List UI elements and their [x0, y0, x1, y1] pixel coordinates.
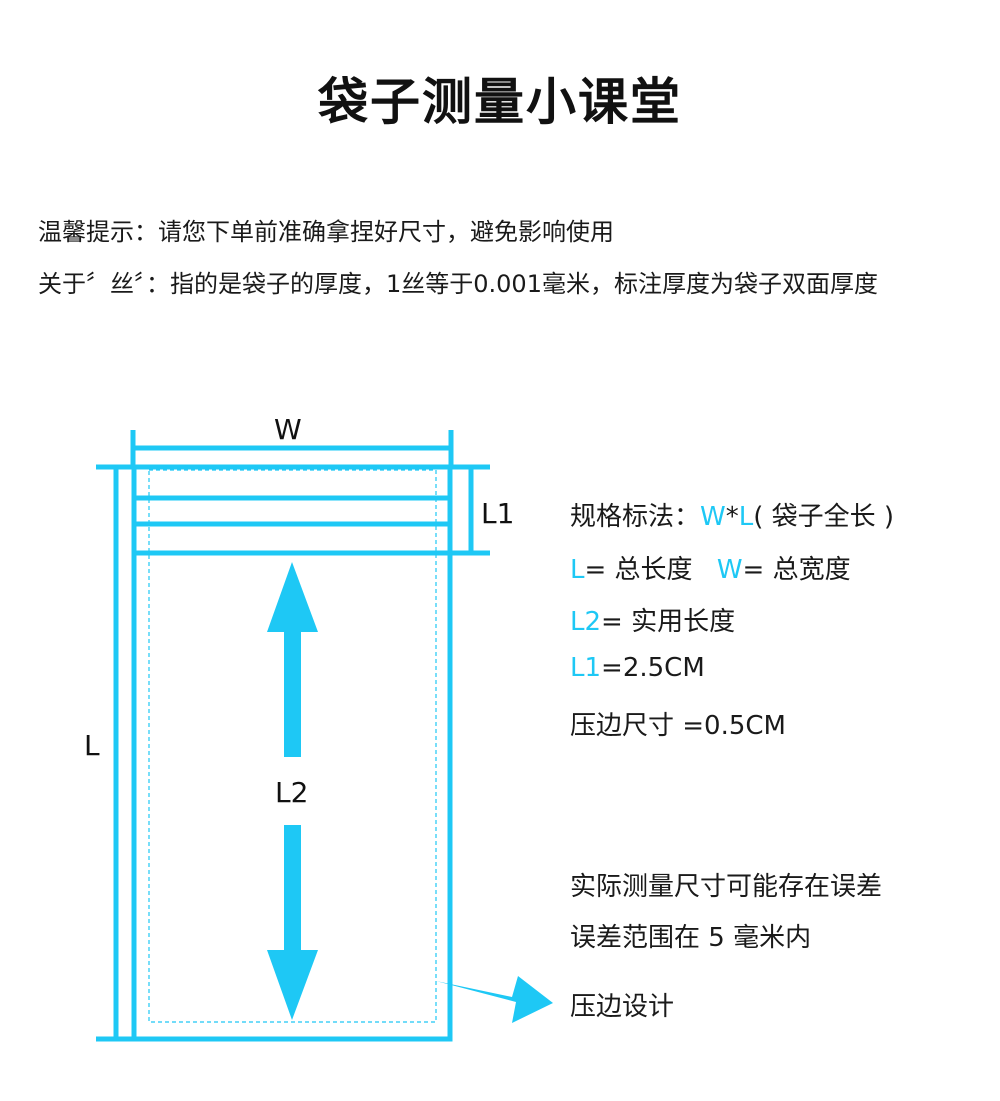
error-note-line2: 误差范围在 5 毫米内: [570, 923, 812, 953]
spec-format-star: *: [725, 502, 739, 532]
seal-design-callout: 压边设计: [570, 992, 675, 1022]
length-label: L: [84, 729, 100, 762]
l2-label: L2: [275, 776, 309, 809]
error-note-line1: 实际测量尺寸可能存在误差: [570, 872, 883, 902]
spec-total-l: L: [570, 555, 585, 585]
l2-arrow-down: [267, 825, 318, 1020]
seal-edge-dashed: [148, 469, 437, 1023]
spec-total-line: L= 总长度 W= 总宽度: [570, 549, 851, 586]
spec-usable-l2: L2: [570, 607, 602, 637]
width-label: W: [274, 413, 302, 446]
spec-format-prefix: 规格标法：: [570, 502, 701, 532]
page-title: 袋子测量小课堂: [318, 73, 682, 131]
spec-total-width: = 总宽度: [742, 555, 851, 585]
l2-arrow-up: [267, 562, 318, 757]
spec-usable-line: L2= 实用长度: [570, 601, 735, 638]
spec-format-w: W: [700, 502, 726, 532]
spec-l1-value: =2.5CM: [601, 653, 705, 683]
spec-total-w: W: [716, 555, 743, 585]
thickness-note: 关于〞丝〞：指的是袋子的厚度，1丝等于0.001毫米，标注厚度为袋子双面厚度: [38, 270, 878, 298]
spec-l1-line: L1=2.5CM: [570, 653, 705, 683]
tip-note: 温馨提示：请您下单前准确拿捏好尺寸，避免影响使用: [38, 218, 614, 246]
spec-l1-key: L1: [570, 653, 602, 683]
spec-total-length: = 总长度: [584, 555, 693, 585]
l1-label: L1: [481, 497, 515, 530]
spec-usable-length: = 实用长度: [601, 607, 736, 637]
spec-format-l: L: [738, 502, 754, 532]
spec-format-line: 规格标法：W*L( 袋子全长 ): [570, 496, 894, 533]
seal-callout-arrow: [436, 976, 553, 1023]
spec-format-suffix: ( 袋子全长 ): [753, 502, 895, 532]
spec-seal-line: 压边尺寸 =0.5CM: [570, 711, 786, 741]
